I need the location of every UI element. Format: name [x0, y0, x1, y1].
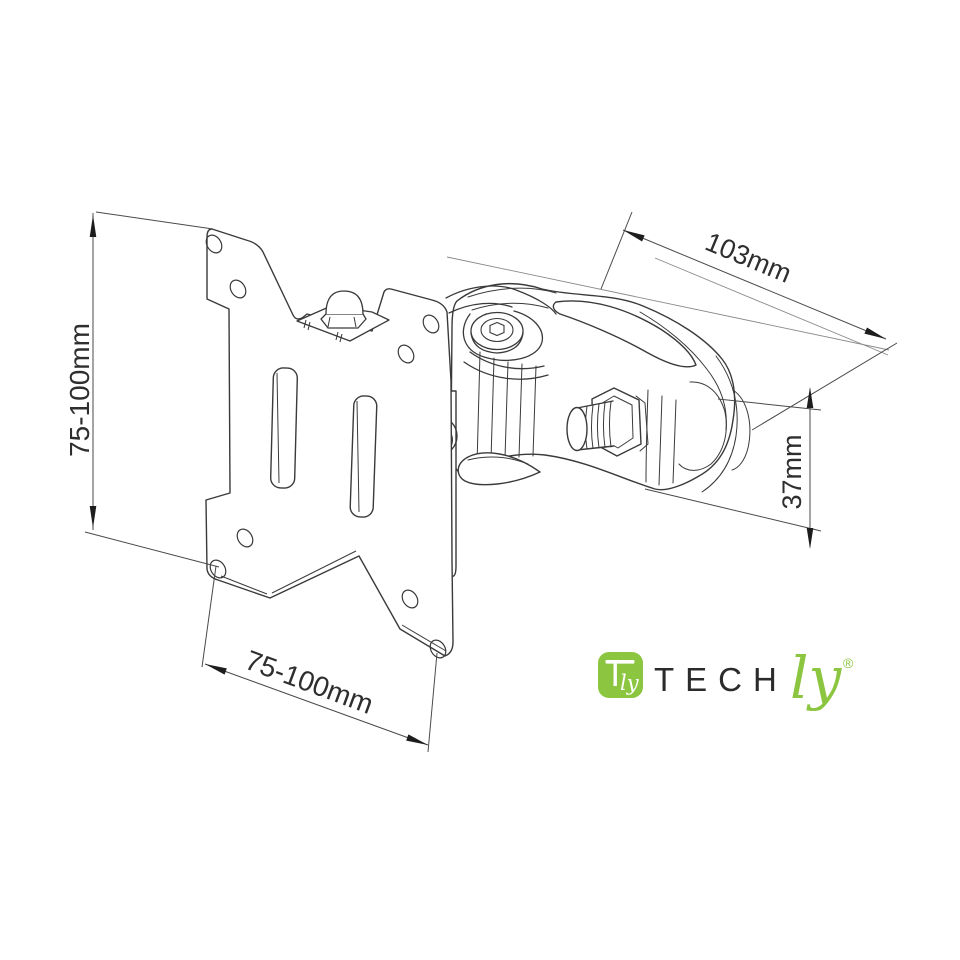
logo-text-script: ly — [790, 644, 843, 712]
hex-socket — [489, 321, 505, 337]
vesa-plate — [205, 228, 454, 659]
dim-arrow — [806, 387, 814, 408]
dimension-vesa-vertical: 75-100mm — [64, 211, 220, 568]
brand-logo: ly TECH ly ® — [598, 644, 854, 712]
dim-label-clamp-depth: 103mm — [701, 227, 796, 289]
dim-arrow — [864, 327, 886, 339]
construction-lines — [446, 256, 890, 356]
dim-arrow — [89, 506, 97, 528]
dim-arrow — [205, 664, 227, 675]
dim-label-clamp-height: 37mm — [777, 434, 807, 509]
logo-text-main: TECH — [654, 661, 788, 698]
hex-cap-nut — [296, 290, 390, 343]
threaded-stud — [566, 387, 649, 457]
stud-end-face — [566, 406, 588, 452]
dim-label-vesa-vertical: 75-100mm — [64, 323, 95, 457]
logo-icon-t-stem — [613, 660, 617, 686]
pivot-arm — [445, 285, 557, 380]
vesa-plate-outline — [205, 228, 454, 657]
dim-arrow — [406, 734, 428, 745]
dim-arrow — [806, 528, 814, 549]
vesa-slot-left — [269, 367, 299, 489]
registered-mark-icon: ® — [843, 655, 854, 671]
pivot-screw — [470, 311, 524, 354]
dimension-clamp-height: 37mm — [644, 387, 822, 549]
clamp-hook-opening — [552, 300, 697, 368]
dim-arrow — [623, 230, 645, 242]
vesa-slot-right — [349, 395, 378, 518]
logo-icon-t-bar — [605, 660, 635, 664]
dim-label-vesa-horizontal: 75-100mm — [241, 644, 377, 720]
clamp-ribs — [476, 351, 677, 486]
logo-icon-script: ly — [620, 671, 640, 695]
dim-arrow — [89, 215, 97, 237]
vesa-holes — [205, 234, 447, 659]
